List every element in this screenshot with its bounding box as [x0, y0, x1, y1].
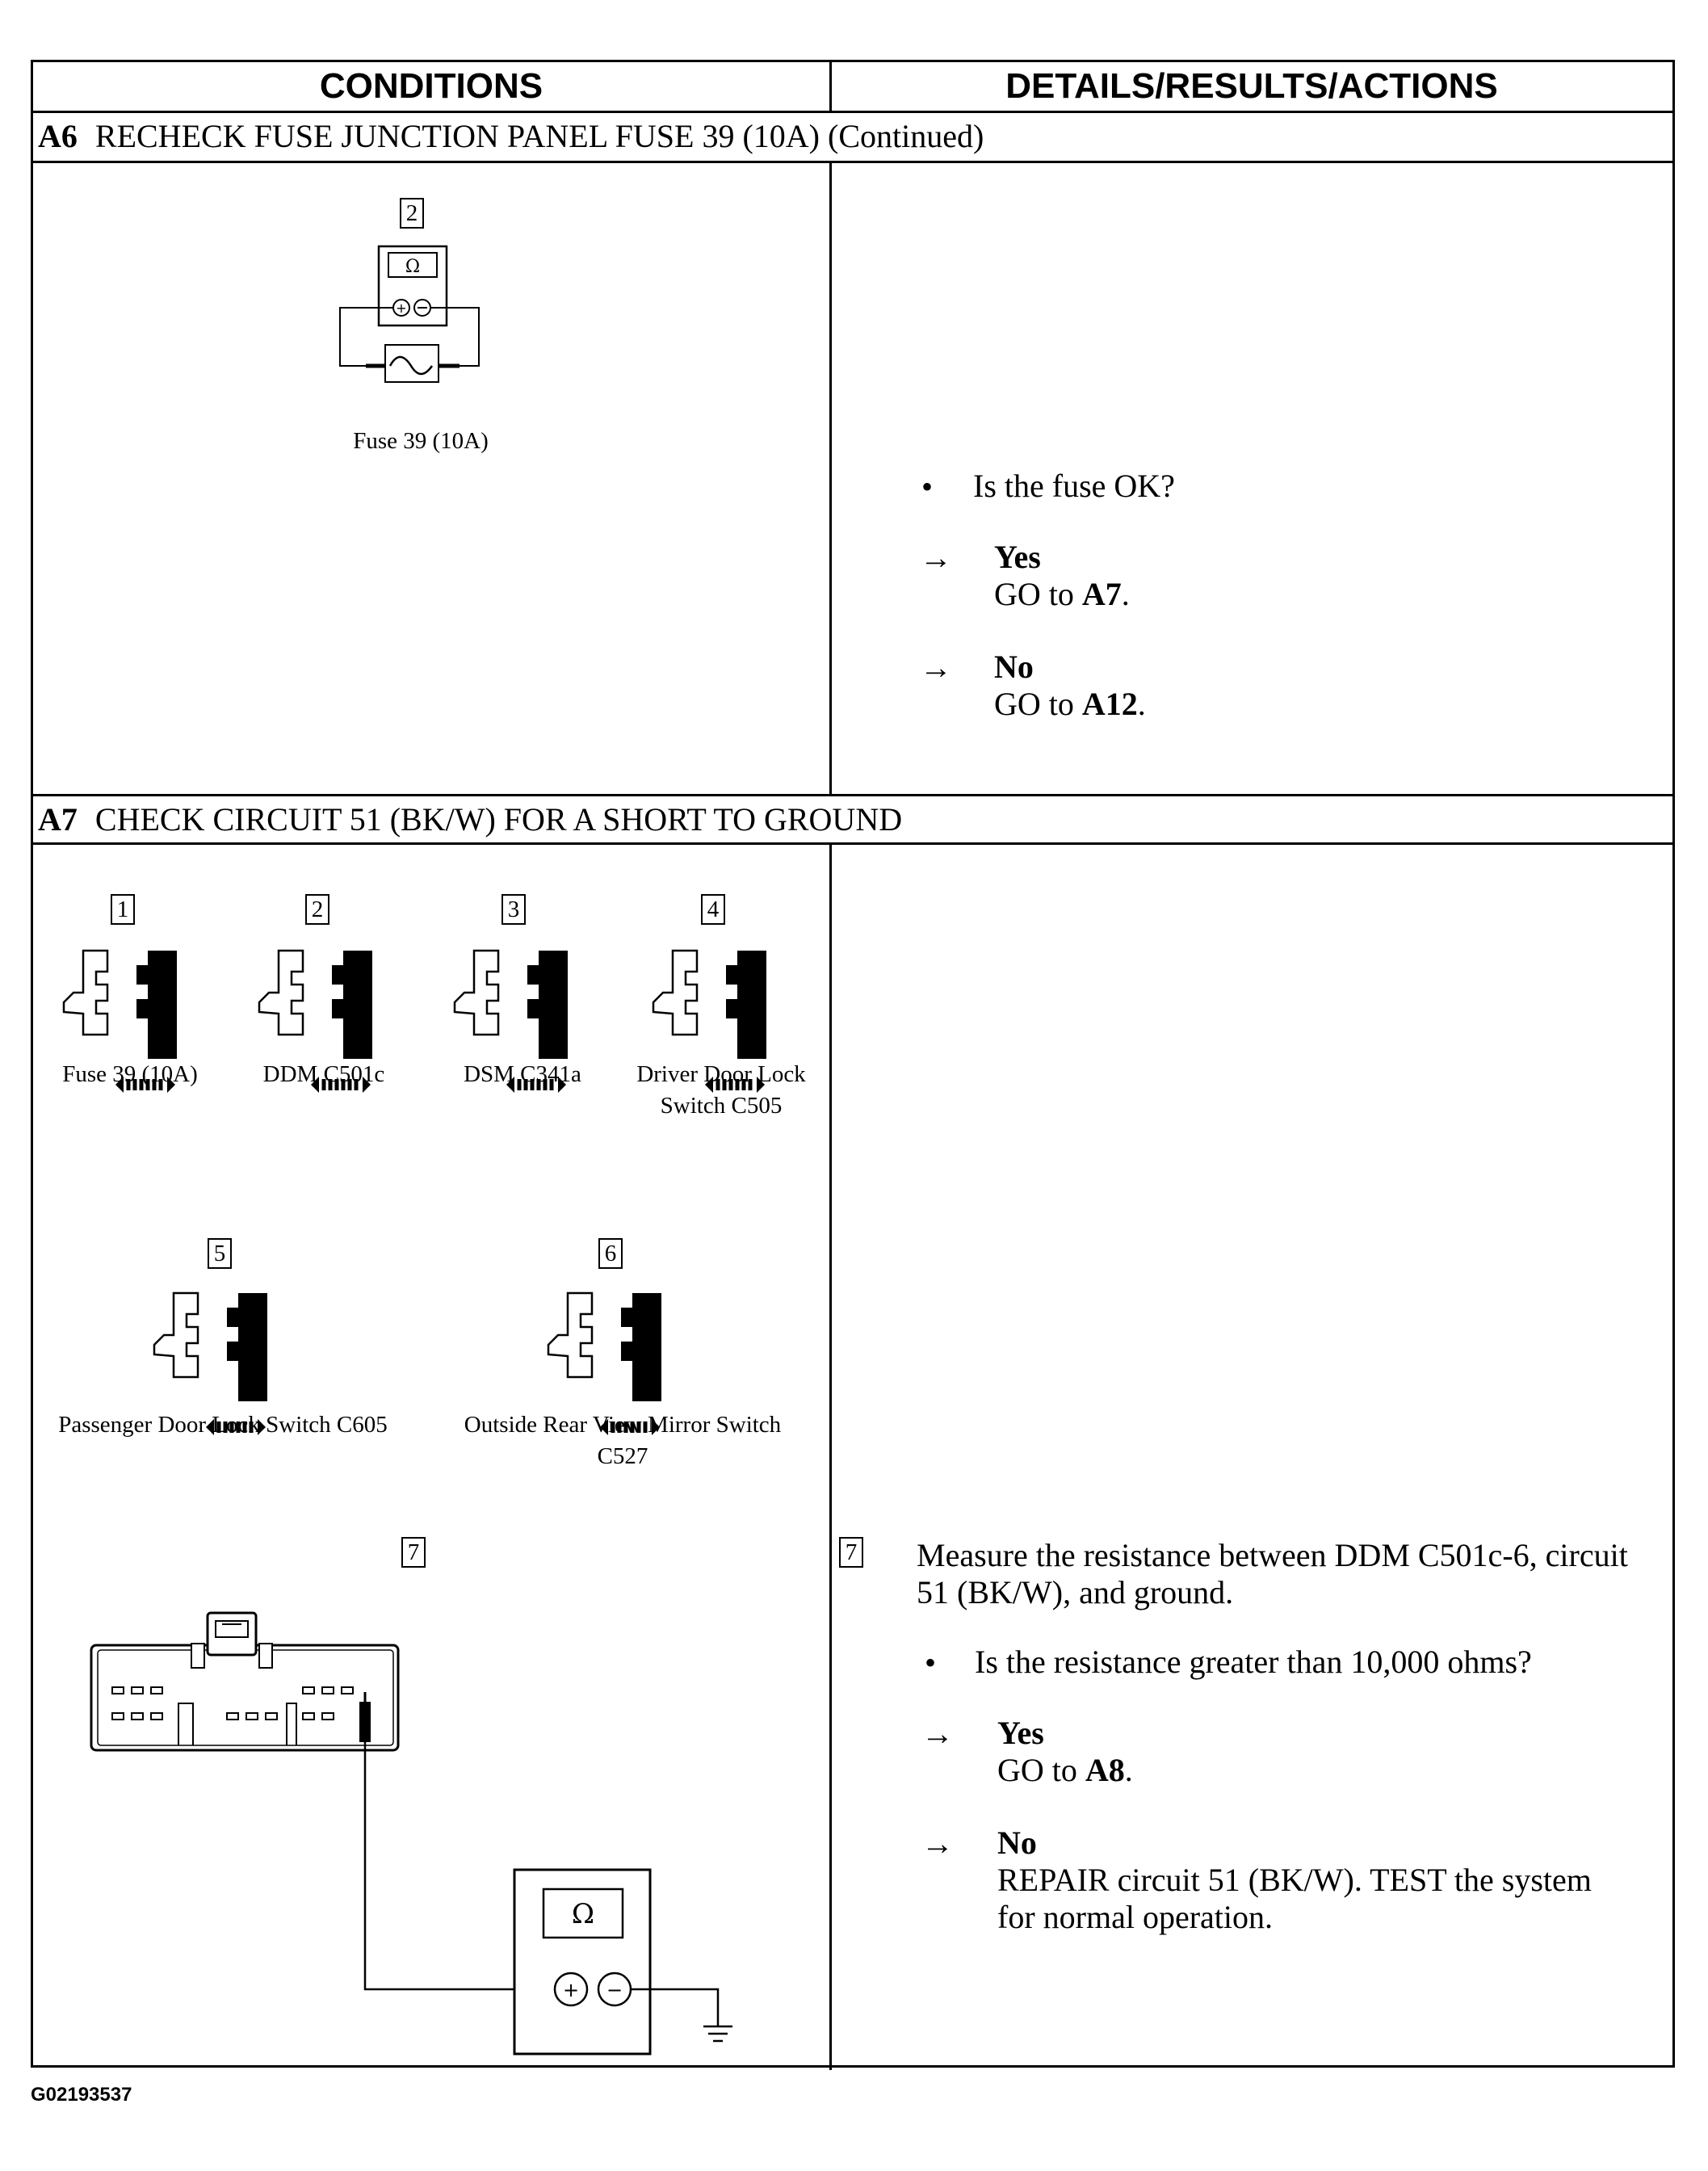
connector-disconnect-icon	[153, 1291, 267, 1435]
svg-text:+: +	[396, 300, 406, 316]
a6-no-target: A12	[1081, 686, 1138, 722]
plus-sign: +	[563, 1979, 579, 2001]
step-number-box: 7	[839, 1537, 863, 1568]
bullet: •	[925, 1644, 937, 1681]
connector-disconnect-icon	[453, 949, 568, 1093]
connector-4-caption: Driver Door Lock Switch C505	[608, 1059, 834, 1122]
a6-no-action: GO to A12.	[994, 686, 1146, 722]
bullet: •	[921, 468, 934, 505]
divider	[33, 794, 1672, 796]
connector-6-number: 6	[598, 1238, 623, 1269]
arrow-icon: →	[920, 540, 952, 576]
a6-question: Is the fuse OK?	[973, 468, 1175, 504]
connector-5-caption: Passenger Door Lock Switch C605	[58, 1412, 388, 1438]
a7-question: Is the resistance greater than 10,000 oh…	[975, 1644, 1532, 1680]
fuse-meter-diagram: Ω +	[339, 245, 480, 383]
a7-yes-action: GO to A8.	[997, 1752, 1133, 1788]
column-divider	[829, 844, 832, 2070]
a6-no-label: No	[994, 649, 1034, 685]
details-header: DETAILS/RESULTS/ACTIONS	[1005, 66, 1498, 106]
conditions-header: CONDITIONS	[319, 66, 543, 106]
connector-1-caption: Fuse 39 (10A)	[62, 1061, 198, 1087]
a6-yes-prefix: GO to	[994, 576, 1082, 612]
resistance-measurement-diagram: Ω + −	[90, 1611, 732, 2056]
a6-no-prefix: GO to	[994, 686, 1082, 722]
connector-2-number: 2	[305, 894, 329, 925]
connector-1-number: 1	[111, 894, 135, 925]
a7-yes-label: Yes	[997, 1715, 1044, 1751]
connector-6-caption-line2: C527	[597, 1443, 648, 1470]
fuse-caption: Fuse 39 (10A)	[353, 428, 489, 454]
ohm-symbol: Ω	[405, 257, 420, 277]
column-divider	[829, 62, 832, 111]
a6-step-label: A6	[38, 117, 78, 154]
column-divider	[829, 161, 832, 794]
a6-title-row: A6 RECHECK FUSE JUNCTION PANEL FUSE 39 (…	[38, 112, 984, 159]
a6-yes-target: A7	[1081, 576, 1122, 612]
connector-disconnect-icon	[652, 949, 766, 1093]
a7-yes-target: A8	[1085, 1752, 1125, 1788]
divider	[33, 161, 1672, 163]
connector-4-caption-line1: Driver Door Lock	[636, 1061, 806, 1087]
a7-step-label: A7	[38, 800, 78, 838]
a7-instruction: Measure the resistance between DDM C501c…	[917, 1537, 1628, 1610]
a6-yes-label: Yes	[994, 539, 1041, 575]
minus-sign: −	[606, 1979, 623, 2001]
connector-4-caption-line2: Switch C505	[660, 1093, 783, 1119]
connector-4-number: 4	[701, 894, 725, 925]
ohm-symbol: Ω	[572, 1898, 594, 1930]
arrow-icon: →	[921, 1715, 954, 1752]
a7-title-row: A7 CHECK CIRCUIT 51 (BK/W) FOR A SHORT T…	[38, 796, 902, 842]
a6-title: RECHECK FUSE JUNCTION PANEL FUSE 39 (10A…	[94, 117, 984, 154]
a7-no-action: REPAIR circuit 51 (BK/W). TEST the syste…	[997, 1862, 1592, 1935]
diagram-number-box: 2	[400, 198, 424, 229]
a7-no-label: No	[997, 1825, 1037, 1861]
procedure-table: CONDITIONS DETAILS/RESULTS/ACTIONS A6 RE…	[31, 60, 1675, 2070]
divider	[33, 842, 1672, 845]
connector-6-caption: Outside Rear View Mirror Switch C527	[429, 1409, 816, 1472]
arrow-icon: →	[921, 1825, 954, 1862]
connector-3-caption: DSM C341a	[464, 1061, 581, 1087]
arrow-icon: →	[920, 649, 952, 686]
meter-diagram-number: 7	[401, 1537, 426, 1568]
connector-3-number: 3	[501, 894, 526, 925]
a6-yes-action: GO to A7.	[994, 576, 1130, 612]
connector-6-caption-line1: Outside Rear View Mirror Switch	[464, 1412, 782, 1438]
connector-disconnect-icon	[258, 949, 372, 1093]
connector-disconnect-icon	[62, 949, 177, 1093]
a7-yes-prefix: GO to	[997, 1752, 1085, 1788]
divider	[33, 111, 1672, 113]
a7-title: CHECK CIRCUIT 51 (BK/W) FOR A SHORT TO G…	[94, 800, 903, 838]
connector-5-number: 5	[208, 1238, 232, 1269]
connector-disconnect-icon	[547, 1291, 661, 1435]
connector-2-caption: DDM C501c	[262, 1061, 385, 1087]
figure-code: G02193537	[31, 2084, 132, 2106]
